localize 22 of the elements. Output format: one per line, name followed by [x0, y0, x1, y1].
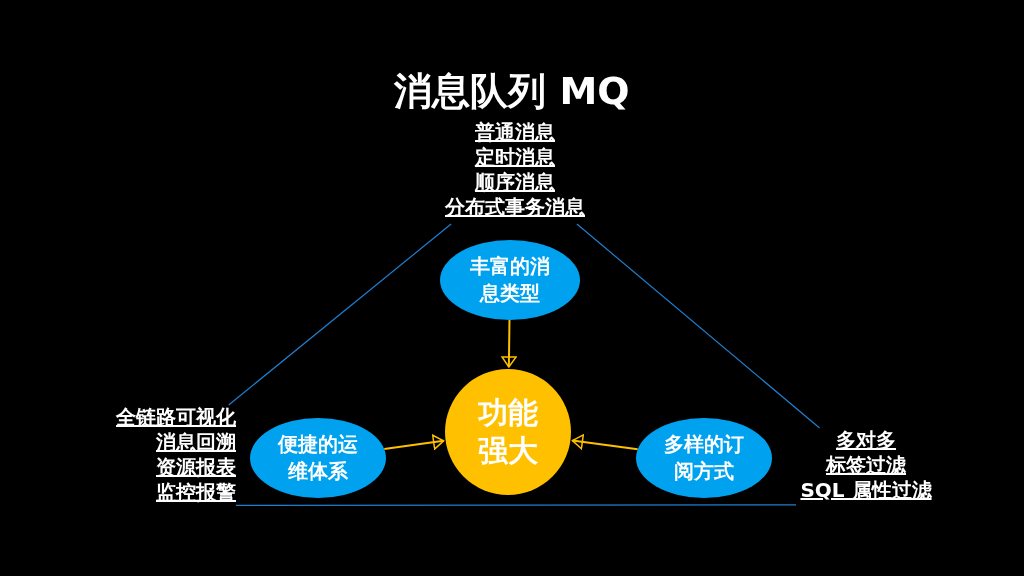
feature-text: 分布式事务消息 — [445, 195, 585, 220]
feature-text: SQL 属性过滤 — [800, 478, 932, 503]
connector-line — [228, 223, 452, 406]
feature-ellipse: 丰富的消息类型 — [440, 240, 580, 320]
feature-ellipse: 便捷的运维体系 — [250, 418, 386, 498]
feature-text: 消息回溯 — [156, 430, 236, 455]
feature-ellipse: 多样的订阅方式 — [636, 418, 772, 498]
feature-text: 定时消息 — [475, 145, 555, 170]
feature-text: 标签过滤 — [826, 453, 906, 478]
connector-line — [576, 223, 821, 429]
arrow — [571, 434, 639, 451]
arrow — [383, 434, 445, 450]
core-circle: 功能强大 — [445, 369, 571, 495]
feature-text: 普通消息 — [475, 120, 555, 145]
slide-title: 消息队列 MQ — [393, 68, 631, 115]
feature-text: 多对多 — [836, 428, 896, 453]
connector-line — [235, 504, 797, 507]
feature-text: 全链路可视化 — [116, 405, 236, 430]
feature-text: 资源报表 — [156, 455, 236, 480]
feature-text: 监控报警 — [156, 480, 236, 505]
feature-text: 顺序消息 — [475, 170, 555, 195]
arrow — [501, 319, 517, 368]
